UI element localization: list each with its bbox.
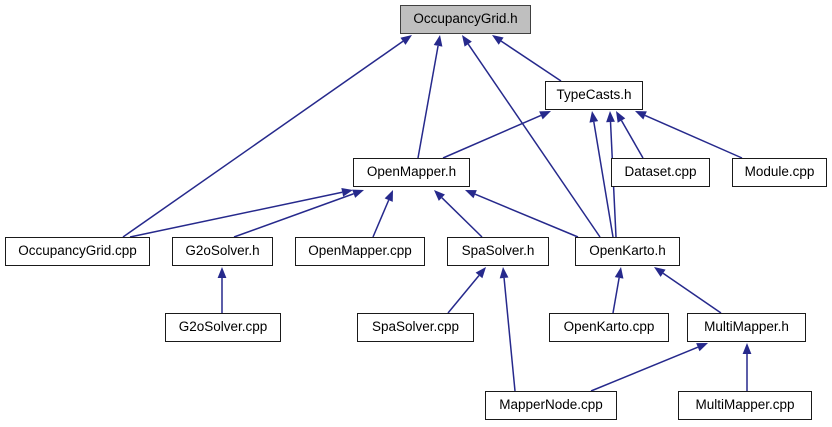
- graph-node-label-occupancygrid_h: OccupancyGrid.h: [413, 11, 518, 27]
- edge-line-g2osolver_h-to-openmapper_h: [233, 193, 354, 238]
- edge-line-multimapper_h-to-openkarto_h: [662, 272, 722, 314]
- edge-line-openmapper_h-to-occupancygrid_h: [417, 45, 439, 159]
- graph-node-occupancygrid_cpp[interactable]: OccupancyGrid.cpp: [5, 237, 150, 266]
- edge-arrowhead-spasolver_cpp-to-spasolver_h: [475, 267, 486, 279]
- graph-node-mappernode_cpp[interactable]: MapperNode.cpp: [485, 391, 617, 420]
- graph-node-label-spasolver_cpp: SpaSolver.cpp: [371, 319, 460, 335]
- graph-node-label-openkarto_cpp: OpenKarto.cpp: [563, 319, 655, 335]
- edge-arrowhead-openmapper_h-to-occupancygrid_h: [433, 35, 443, 47]
- edge-arrowhead-multimapper_cpp-to-multimapper_h: [742, 343, 752, 354]
- graph-node-occupancygrid_h[interactable]: OccupancyGrid.h: [400, 5, 531, 34]
- graph-node-openkarto_h[interactable]: OpenKarto.h: [575, 237, 680, 266]
- graph-node-label-openkarto_h: OpenKarto.h: [589, 243, 666, 259]
- edge-line-mappernode_cpp-to-spasolver_h: [503, 277, 516, 392]
- edge-line-spasolver_cpp-to-spasolver_h: [447, 275, 480, 314]
- edge-line-openmapper_cpp-to-openmapper_h: [372, 199, 390, 238]
- graph-node-label-typecasts_h: TypeCasts.h: [556, 87, 632, 103]
- edge-arrowhead-g2osolver_h-to-openmapper_h: [352, 189, 364, 198]
- graph-node-multimapper_h[interactable]: MultiMapper.h: [687, 313, 806, 342]
- graph-node-g2osolver_cpp[interactable]: G2oSolver.cpp: [165, 313, 281, 342]
- edge-line-dataset_cpp-to-typecasts_h: [620, 120, 644, 159]
- edge-arrowhead-g2osolver_cpp-to-g2osolver_h: [217, 267, 227, 278]
- graph-node-typecasts_h[interactable]: TypeCasts.h: [545, 81, 643, 110]
- edge-arrowhead-multimapper_h-to-openkarto_h: [654, 267, 666, 277]
- edge-line-openkarto_h-to-typecasts_h: [593, 121, 614, 238]
- graph-node-label-multimapper_h: MultiMapper.h: [704, 319, 789, 335]
- edge-line-openkarto_cpp-to-openkarto_h: [612, 277, 620, 314]
- graph-node-label-openmapper_cpp: OpenMapper.cpp: [308, 243, 412, 259]
- edge-arrowhead-openmapper_cpp-to-openmapper_h: [384, 190, 393, 202]
- edge-line-module_cpp-to-typecasts_h: [644, 114, 743, 159]
- graph-node-label-g2osolver_cpp: G2oSolver.cpp: [178, 319, 268, 335]
- edge-line-spasolver_h-to-openmapper_h: [441, 197, 483, 238]
- graph-node-spasolver_h[interactable]: SpaSolver.h: [447, 237, 549, 266]
- edge-arrowhead-openkarto_h-to-openmapper_h: [465, 190, 477, 199]
- edge-arrowhead-occupancygrid_cpp-to-occupancygrid_h: [400, 35, 412, 45]
- graph-node-label-occupancygrid_cpp: OccupancyGrid.cpp: [18, 243, 137, 259]
- graph-node-openmapper_h[interactable]: OpenMapper.h: [353, 158, 470, 187]
- edge-arrowhead-occupancygrid_cpp-to-openmapper_h: [341, 187, 353, 197]
- graph-node-label-mappernode_cpp: MapperNode.cpp: [499, 397, 603, 413]
- edge-arrowhead-spasolver_h-to-openmapper_h: [434, 190, 445, 201]
- edge-arrowhead-openkarto_h-to-typecasts_h: [589, 111, 599, 123]
- graph-node-label-dataset_cpp: Dataset.cpp: [624, 164, 697, 180]
- edge-line-occupancygrid_cpp-to-openmapper_h: [129, 191, 343, 238]
- graph-node-openkarto_cpp[interactable]: OpenKarto.cpp: [549, 313, 669, 342]
- graph-node-module_cpp[interactable]: Module.cpp: [732, 158, 827, 187]
- graph-node-label-module_cpp: Module.cpp: [744, 164, 815, 180]
- edge-arrowhead-openmapper_h-to-typecasts_h: [539, 111, 551, 120]
- graph-node-g2osolver_h[interactable]: G2oSolver.h: [172, 237, 273, 266]
- edge-line-openmapper_h-to-typecasts_h: [442, 114, 542, 159]
- edge-arrowhead-openkarto_cpp-to-openkarto_h: [614, 267, 624, 279]
- edge-line-openkarto_h-to-openmapper_h: [474, 193, 579, 238]
- graph-node-label-multimapper_cpp: MultiMapper.cpp: [695, 397, 795, 413]
- edge-arrowhead-openkarto_h-to-occupancygrid_h: [462, 35, 472, 47]
- edge-arrowhead-mappernode_cpp-to-spasolver_h: [499, 267, 509, 279]
- edge-arrowhead-dataset_cpp-to-typecasts_h: [616, 111, 626, 123]
- edge-line-typecasts_h-to-occupancygrid_h: [500, 40, 562, 82]
- graph-node-multimapper_cpp[interactable]: MultiMapper.cpp: [678, 391, 812, 420]
- graph-node-label-spasolver_h: SpaSolver.h: [461, 243, 535, 259]
- edge-arrowhead-openkarto_h-to-typecasts_h: [606, 111, 615, 123]
- graph-node-spasolver_cpp[interactable]: SpaSolver.cpp: [357, 313, 474, 342]
- edge-line-occupancygrid_cpp-to-occupancygrid_h: [122, 40, 404, 238]
- graph-node-openmapper_cpp[interactable]: OpenMapper.cpp: [295, 237, 425, 266]
- edge-line-openkarto_h-to-occupancygrid_h: [467, 43, 601, 238]
- graph-node-label-openmapper_h: OpenMapper.h: [366, 164, 457, 180]
- graph-node-label-g2osolver_h: G2oSolver.h: [185, 243, 260, 259]
- edge-arrowhead-module_cpp-to-typecasts_h: [635, 111, 647, 120]
- edge-arrowhead-typecasts_h-to-occupancygrid_h: [492, 35, 504, 45]
- edge-line-mappernode_cpp-to-multimapper_h: [590, 346, 699, 392]
- edge-arrowhead-mappernode_cpp-to-multimapper_h: [696, 343, 708, 352]
- graph-node-dataset_cpp[interactable]: Dataset.cpp: [611, 158, 710, 187]
